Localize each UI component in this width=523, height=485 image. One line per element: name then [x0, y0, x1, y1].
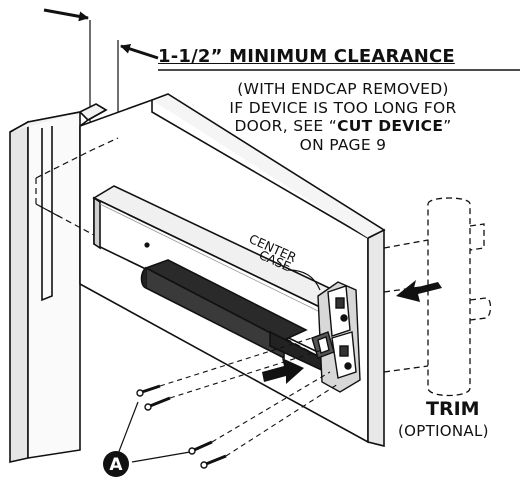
mounting-screws [136, 384, 227, 469]
trim-label: TRIM [426, 398, 480, 420]
note-line-4: ON PAGE 9 [299, 135, 387, 154]
door-frame [9, 103, 108, 463]
note-line-3: DOOR, SEE “CUT DEVICE” [178, 117, 508, 135]
clearance-heading: 1-1/2” MINIMUM CLEARANCE [158, 46, 455, 67]
note-line-3-suffix: ” [443, 117, 452, 135]
center-case [311, 281, 361, 393]
cut-device-reference: CUT DEVICE [337, 117, 444, 135]
trim-optional-label: (OPTIONAL) [398, 422, 489, 440]
marker-a-leaders [117, 401, 191, 463]
note-line-1: (WITH ENDCAP REMOVED) [237, 80, 449, 98]
center-case-leader [287, 269, 321, 291]
exit-device-rail [92, 185, 348, 374]
note-line-2: IF DEVICE IS TOO LONG FOR [229, 98, 457, 117]
marker-a-label: A [109, 455, 123, 475]
door-prep-outline [35, 137, 319, 357]
screw-paths [159, 335, 339, 457]
clearance-note: (WITH ENDCAP REMOVED) IF DEVICE IS TOO L… [178, 80, 508, 154]
note-line-3-prefix: DOOR, SEE “ [234, 117, 338, 135]
marker-a-badge [103, 451, 129, 477]
install-arrows [262, 280, 442, 384]
